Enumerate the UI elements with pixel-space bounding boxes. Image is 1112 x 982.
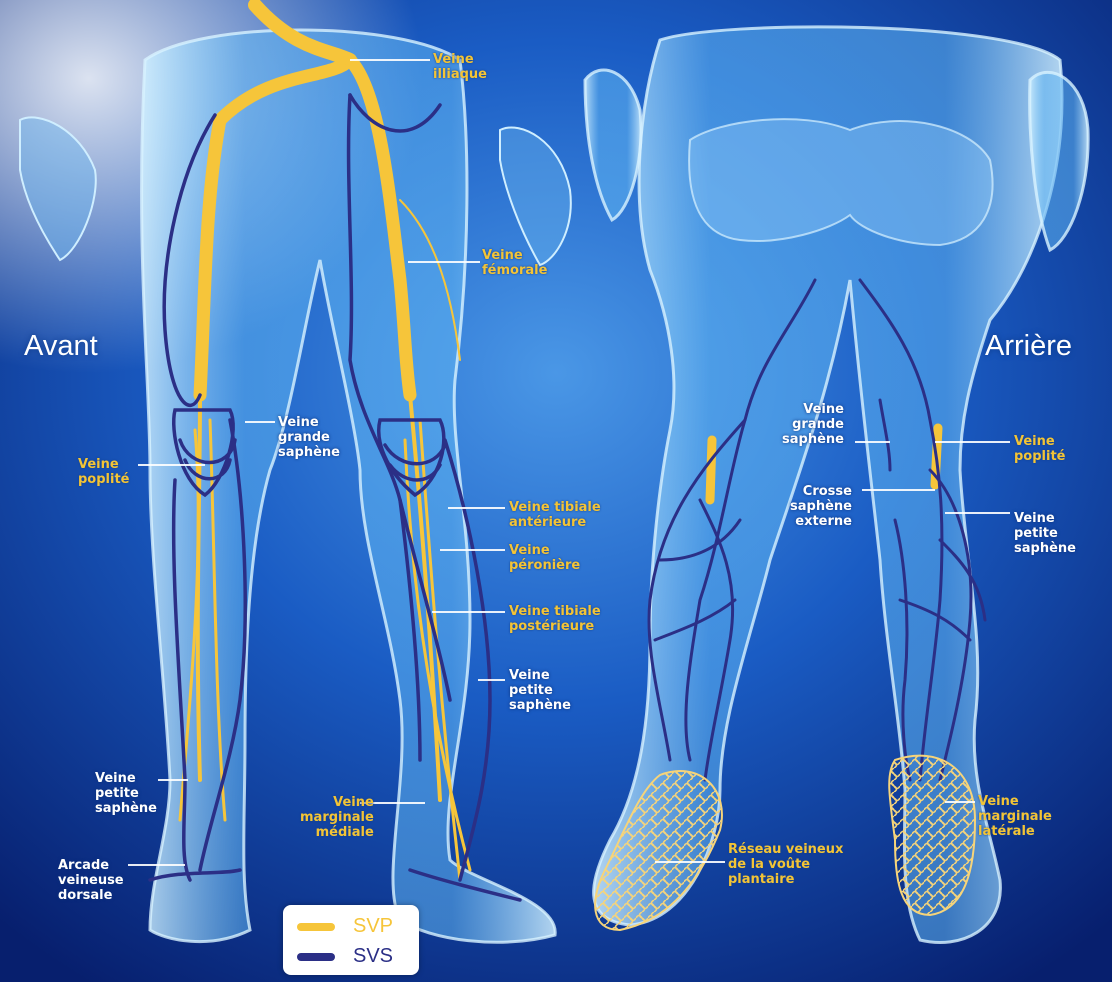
label-lateral-marginal: Veine marginale latérale <box>978 794 1052 839</box>
label-small-saphenous-left: Veine petite saphène <box>95 771 157 816</box>
legend: SVP SVS <box>283 905 419 975</box>
legend-swatch-superficial <box>297 953 335 961</box>
label-small-saphenous-right: Veine petite saphène <box>509 668 571 713</box>
label-great-saphenous-front: Veine grande saphène <box>278 415 340 460</box>
legend-item-superficial: SVS <box>297 943 417 971</box>
label-saphenous-crosse: Crosse saphène externe <box>790 484 852 529</box>
label-posterior-tibial: Veine tibiale postérieure <box>509 604 601 634</box>
label-iliac-vein: Veine illiaque <box>433 52 487 82</box>
label-small-saphenous-back: Veine petite saphène <box>1014 511 1076 556</box>
front-view-title: Avant <box>24 330 98 363</box>
legend-label-deep: SVP <box>353 915 393 938</box>
label-anterior-tibial: Veine tibiale antérieure <box>509 500 601 530</box>
label-peroneal: Veine péronière <box>509 543 580 573</box>
legend-label-superficial: SVS <box>353 945 393 968</box>
plantar-network-right <box>889 756 975 915</box>
label-great-saphenous-back: Veine grande saphène <box>782 402 844 447</box>
label-popliteal-front: Veine poplité <box>78 457 130 487</box>
label-dorsal-arch: Arcade veineuse dorsale <box>58 858 124 903</box>
back-view-title: Arrière <box>985 330 1072 363</box>
label-plantar-network: Réseau veineux de la voûte plantaire <box>728 842 843 887</box>
label-medial-marginal: Veine marginale médiale <box>300 795 374 840</box>
legend-item-deep: SVP <box>297 913 417 941</box>
label-popliteal-back: Veine poplité <box>1014 434 1066 464</box>
legend-swatch-deep <box>297 923 335 931</box>
label-femoral-vein: Veine fémorale <box>482 248 547 278</box>
